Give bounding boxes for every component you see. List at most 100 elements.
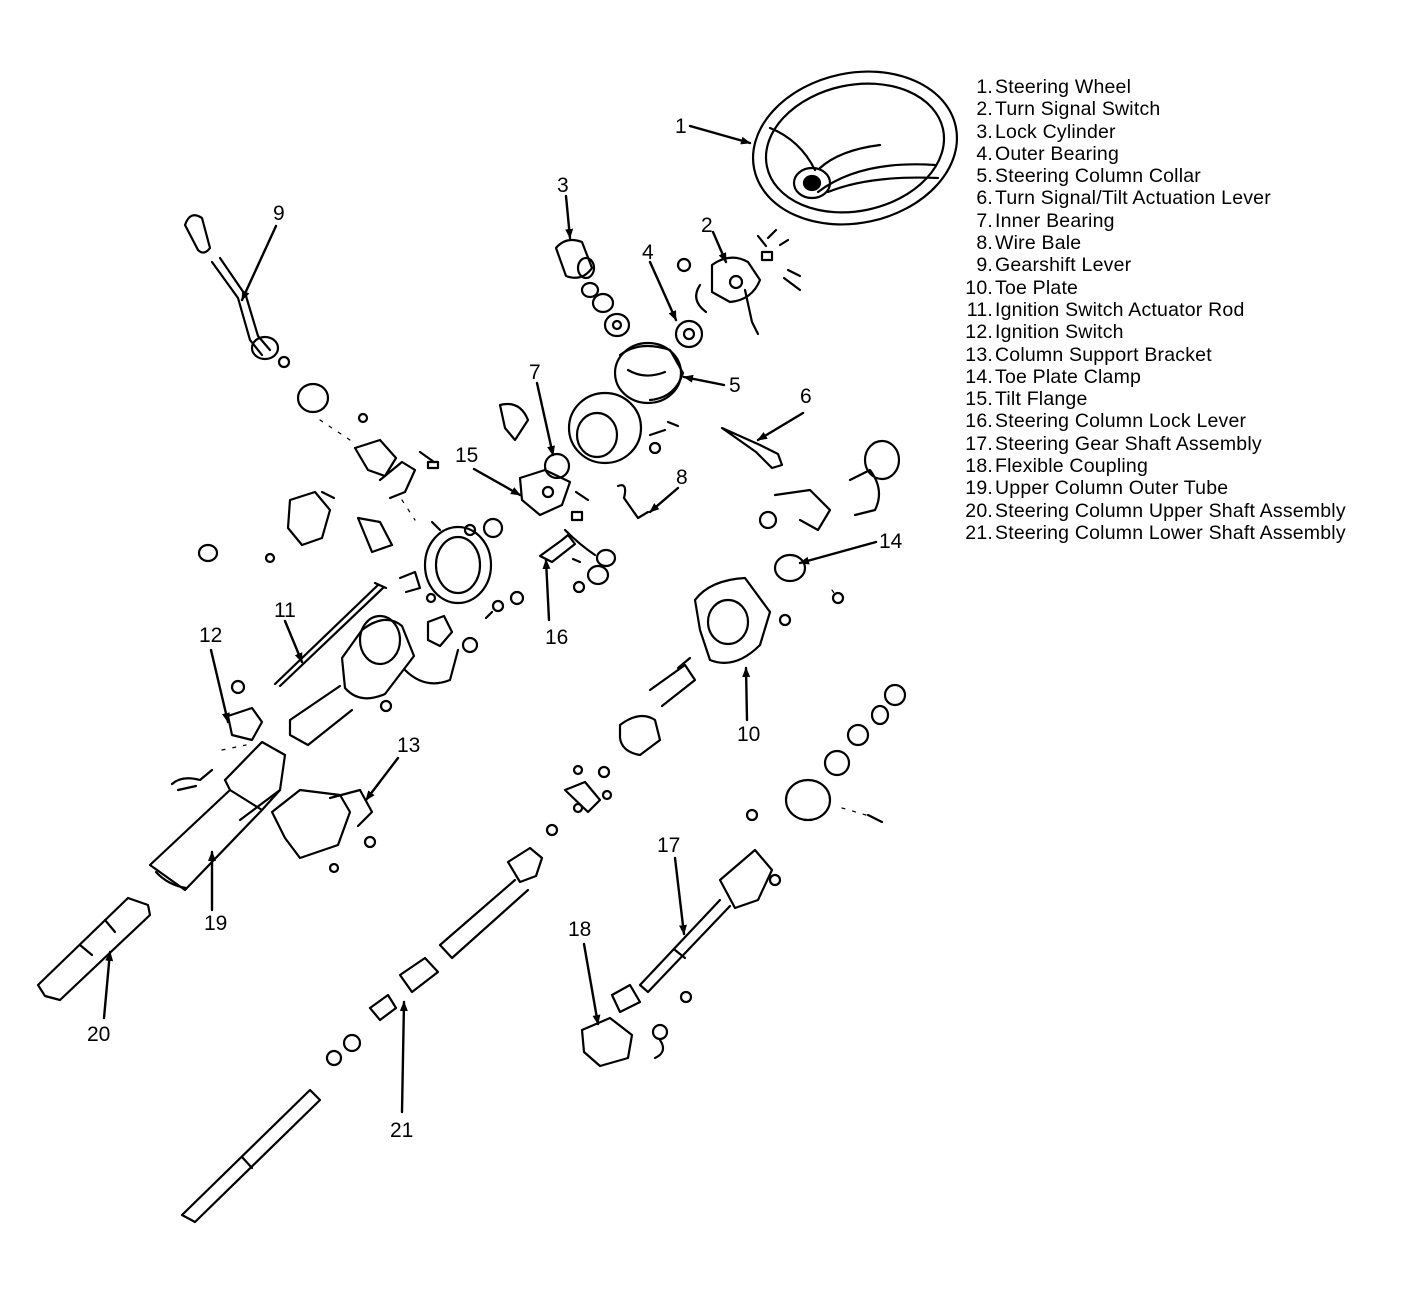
legend-number: 12. bbox=[965, 321, 993, 344]
legend-label: Flexible Coupling bbox=[995, 455, 1148, 478]
legend-number: 17. bbox=[965, 432, 993, 455]
legend-number: 2. bbox=[976, 98, 993, 121]
callout-10: 10 bbox=[737, 723, 760, 746]
lock-cylinder-part bbox=[554, 238, 631, 338]
upper-tube-section-part bbox=[288, 614, 416, 747]
ignition-wiring-part bbox=[403, 592, 479, 685]
legend-label: Toe Plate bbox=[995, 276, 1079, 299]
legend-label: Toe Plate Clamp bbox=[995, 365, 1142, 388]
legend-number: 13. bbox=[965, 343, 993, 366]
intermediate-shaft-part bbox=[618, 656, 697, 757]
legend-item: 2.Turn Signal Switch bbox=[955, 98, 1346, 120]
legend-label: Gearshift Lever bbox=[995, 254, 1132, 277]
legend-number: 16. bbox=[965, 410, 993, 433]
column-housing-part bbox=[423, 517, 525, 620]
gearshift-lever-part bbox=[183, 214, 369, 424]
steering-gear-shaft-part bbox=[638, 683, 907, 1041]
column-support-bracket-part bbox=[270, 788, 377, 874]
legend-number: 15. bbox=[965, 388, 993, 411]
inner-bearing-part bbox=[498, 391, 680, 480]
callout-7: 7 bbox=[529, 361, 541, 384]
legend-label: Steering Wheel bbox=[995, 76, 1132, 98]
callout-19: 19 bbox=[204, 912, 227, 935]
callout-3: 3 bbox=[557, 174, 569, 197]
legend-item: 3.Lock Cylinder bbox=[955, 121, 1346, 143]
callout-21: 21 bbox=[390, 1119, 413, 1142]
legend-label: Lock Cylinder bbox=[995, 120, 1116, 143]
legend-label: Upper Column Outer Tube bbox=[995, 477, 1229, 500]
ignition-switch-part bbox=[170, 679, 264, 792]
legend-number: 20. bbox=[965, 499, 993, 522]
legend-item: 1.Steering Wheel bbox=[955, 76, 1346, 98]
legend-item: 4.Outer Bearing bbox=[955, 143, 1346, 165]
legend-label: Tilt Flange bbox=[995, 388, 1088, 411]
legend-number: 10. bbox=[965, 276, 993, 299]
legend-number: 8. bbox=[976, 232, 993, 255]
callout-6: 6 bbox=[800, 385, 812, 408]
callout-15: 15 bbox=[455, 444, 478, 467]
legend-item: 19.Upper Column Outer Tube bbox=[955, 477, 1346, 499]
legend-item: 6.Turn Signal/Tilt Actuation Lever bbox=[955, 187, 1346, 209]
wire-bale-part bbox=[616, 484, 650, 520]
legend-item: 21.Steering Column Lower Shaft Assembly bbox=[955, 522, 1346, 544]
legend-item: 20.Steering Column Upper Shaft Assembly bbox=[955, 500, 1346, 522]
legend-item: 11.Ignition Switch Actuator Rod bbox=[955, 299, 1346, 321]
toe-plate-part bbox=[693, 576, 792, 664]
legend-number: 11. bbox=[966, 298, 993, 321]
upper-column-outer-tube-part bbox=[148, 740, 287, 892]
assembly-guide-lines bbox=[221, 419, 867, 816]
legend-label: Outer Bearing bbox=[995, 142, 1119, 165]
legend-item: 12.Ignition Switch bbox=[955, 321, 1346, 343]
legend-number: 9. bbox=[976, 254, 993, 277]
legend-label: Ignition Switch Actuator Rod bbox=[995, 298, 1245, 321]
legend-label: Steering Column Upper Shaft Assembly bbox=[995, 499, 1346, 522]
callout-12: 12 bbox=[199, 624, 222, 647]
ignition-actuator-rod-part bbox=[273, 570, 422, 688]
callout-16: 16 bbox=[545, 626, 568, 649]
callout-leader-lines bbox=[102, 124, 878, 1114]
callout-20: 20 bbox=[87, 1023, 110, 1046]
legend-label: Ignition Switch bbox=[995, 321, 1124, 344]
legend-number: 21. bbox=[965, 521, 993, 544]
shift-bracket-parts bbox=[197, 438, 440, 564]
legend-number: 19. bbox=[965, 477, 993, 500]
callout-1: 1 bbox=[675, 115, 687, 138]
callout-5: 5 bbox=[729, 374, 741, 397]
legend-number: 18. bbox=[965, 455, 993, 478]
legend-label: Column Support Bracket bbox=[995, 343, 1212, 366]
legend-item: 15.Tilt Flange bbox=[955, 388, 1346, 410]
steering-wheel-part bbox=[751, 70, 959, 226]
tilt-flange-part bbox=[518, 468, 590, 522]
legend-label: Steering Gear Shaft Assembly bbox=[995, 432, 1262, 455]
callout-2: 2 bbox=[701, 214, 713, 237]
callout-9: 9 bbox=[273, 202, 285, 225]
legend-item: 18.Flexible Coupling bbox=[955, 455, 1346, 477]
legend-item: 14.Toe Plate Clamp bbox=[955, 366, 1346, 388]
legend-label: Steering Column Lock Lever bbox=[995, 410, 1247, 433]
legend-item: 13.Column Support Bracket bbox=[955, 344, 1346, 366]
lock-lever-part bbox=[538, 528, 617, 594]
legend-label: Wire Bale bbox=[995, 232, 1082, 255]
legend-label: Turn Signal Switch bbox=[995, 98, 1161, 121]
legend-label: Turn Signal/Tilt Actuation Lever bbox=[995, 187, 1271, 210]
callout-14: 14 bbox=[879, 530, 903, 553]
callout-13: 13 bbox=[397, 734, 420, 757]
legend-number: 7. bbox=[976, 209, 993, 232]
legend-label: Inner Bearing bbox=[995, 209, 1115, 232]
callout-8: 8 bbox=[676, 466, 688, 489]
legend-label: Steering Column Collar bbox=[995, 165, 1201, 188]
legend-item: 17.Steering Gear Shaft Assembly bbox=[955, 433, 1346, 455]
callout-17: 17 bbox=[657, 834, 680, 857]
fastener-cluster-part bbox=[545, 764, 613, 837]
legend-item: 10.Toe Plate bbox=[955, 277, 1346, 299]
legend-item: 9.Gearshift Lever bbox=[955, 254, 1346, 276]
legend-label: Steering Column Lower Shaft Assembly bbox=[995, 521, 1346, 544]
toe-plate-clamp-part bbox=[758, 439, 901, 605]
lower-shaft-part bbox=[180, 846, 544, 1224]
legend-number: 5. bbox=[976, 165, 993, 188]
legend-number: 14. bbox=[965, 365, 993, 388]
callout-18: 18 bbox=[568, 918, 591, 941]
upper-shaft-part bbox=[36, 896, 152, 1002]
flexible-coupling-part bbox=[580, 983, 665, 1068]
legend-number: 1. bbox=[976, 76, 993, 98]
